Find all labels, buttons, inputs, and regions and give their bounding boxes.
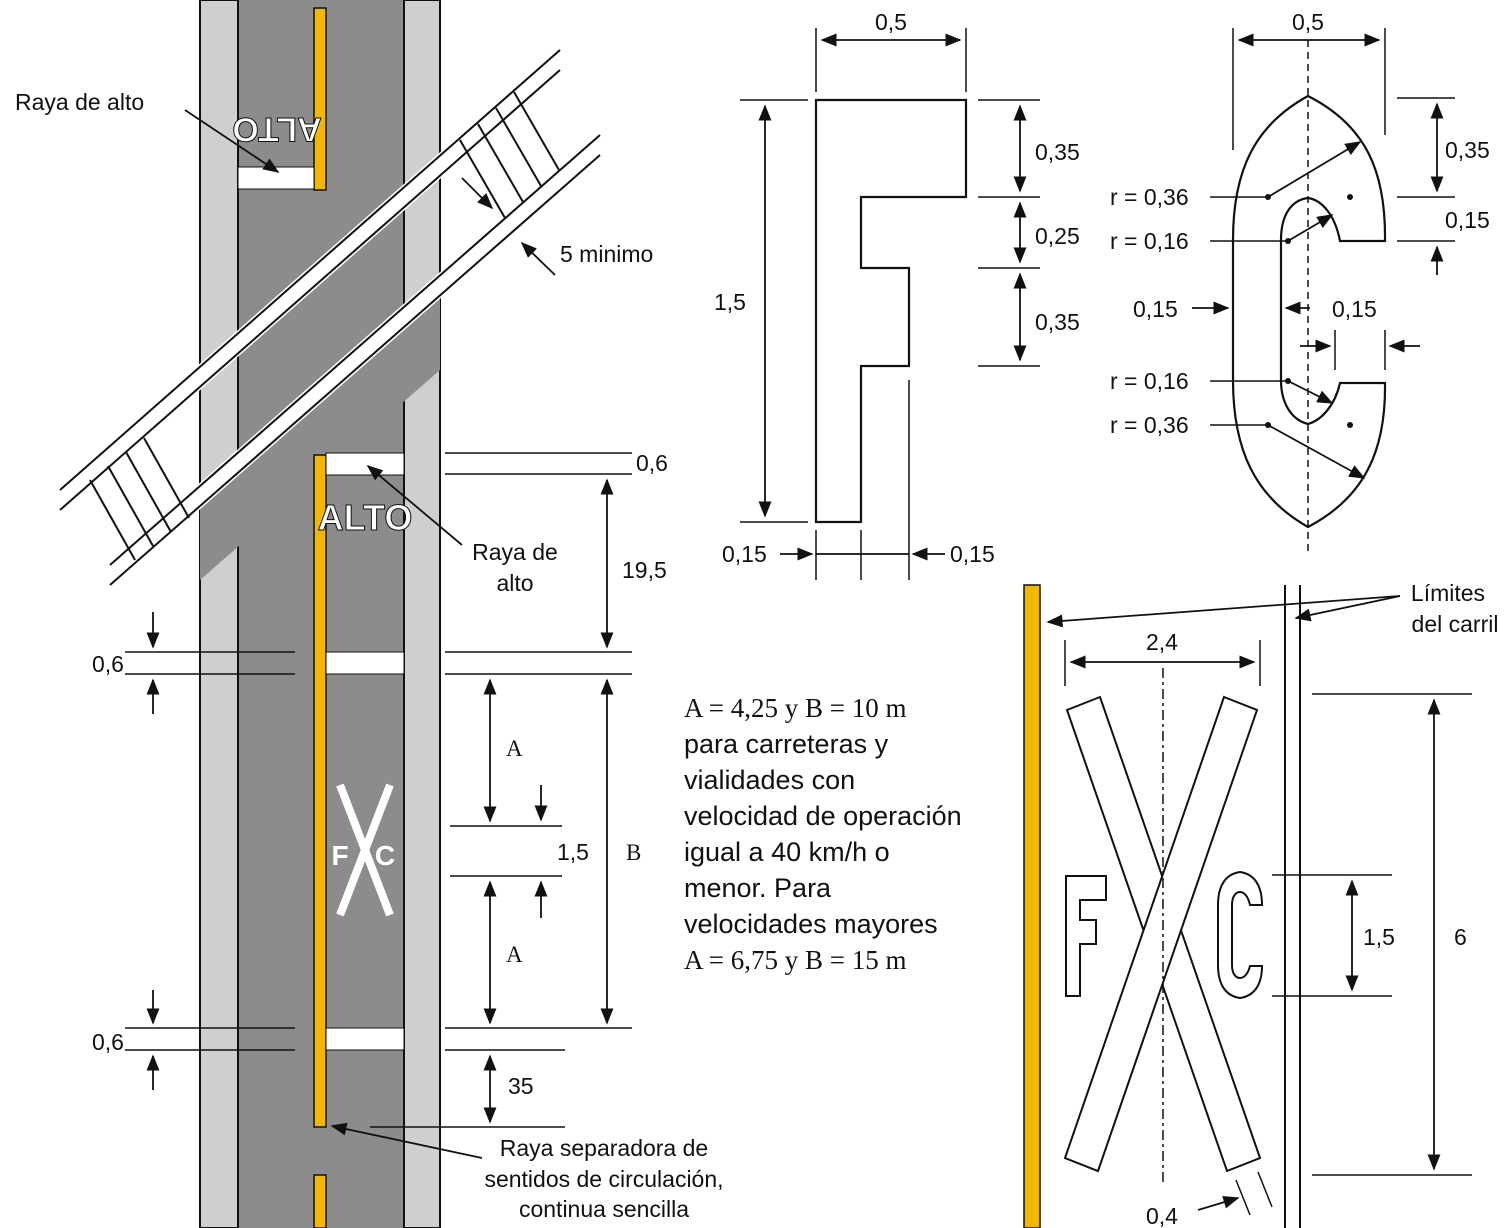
symbol-dim-total-height: 6 bbox=[1454, 924, 1467, 950]
label-lane-limits-1: Límites bbox=[1411, 580, 1485, 606]
alto-word-bottom: ALTO bbox=[318, 497, 413, 538]
label-stop-line-bottom-2: alto bbox=[496, 570, 533, 596]
arrow-min-distance bbox=[461, 177, 494, 210]
speed-note: A = 4,25 y B = 10 m para carreteras y vi… bbox=[684, 690, 1014, 978]
c-dim-stroke-right: 0,15 bbox=[1332, 296, 1377, 322]
letter-f-outline bbox=[814, 98, 968, 524]
center-line-main bbox=[313, 454, 327, 1128]
label-separator-2: sentidos de circulación, bbox=[484, 1166, 723, 1192]
note-line-2: para carreteras y bbox=[684, 729, 889, 759]
center-line-bottom bbox=[313, 1174, 327, 1228]
detail-yellow-line bbox=[1023, 584, 1041, 1228]
dim-b: B bbox=[626, 840, 641, 865]
c-radius-outer-bottom: r = 0,36 bbox=[1110, 412, 1189, 438]
c-dim-top: 0,35 bbox=[1445, 137, 1490, 163]
c-radius-inner-top: r = 0,16 bbox=[1110, 228, 1189, 254]
label-min-distance: 5 minimo bbox=[560, 241, 653, 267]
f-dim-stem-right: 0,15 bbox=[950, 541, 995, 567]
dim-stop-to-sign: 19,5 bbox=[622, 557, 667, 583]
c-dim-width: 0,5 bbox=[1292, 9, 1324, 35]
c-dim-stroke-left: 0,15 bbox=[1133, 296, 1178, 322]
left-shoulder bbox=[199, 0, 239, 1228]
dim-symbol-height: 1,5 bbox=[557, 839, 589, 865]
stop-line-bottom bbox=[325, 452, 405, 476]
small-letter-f: F bbox=[331, 840, 348, 871]
symbol-dim-bar-width: 0,4 bbox=[1146, 1203, 1178, 1228]
fxc-symbol-detail: Límites del carril 2,4 1,5 6 0,4 bbox=[1023, 580, 1499, 1228]
f-dim-low: 0,35 bbox=[1035, 309, 1080, 335]
leader-stop-line-top bbox=[184, 109, 280, 173]
crossing-band bbox=[200, 290, 440, 580]
road-plan-view: ALTO ALTO F C bbox=[15, 0, 724, 1228]
f-dim-width: 0,5 bbox=[875, 9, 907, 35]
f-dim-mid: 0,25 bbox=[1035, 223, 1080, 249]
dim-line-width-left-1: 0,6 bbox=[92, 651, 124, 677]
leader-lane-limit-left bbox=[1046, 595, 1401, 628]
note-line-7: velocidades mayores bbox=[684, 909, 938, 939]
railroad-ties bbox=[89, 91, 560, 561]
road-dimension-lines bbox=[125, 452, 632, 1128]
dim-a-top: A bbox=[506, 736, 523, 761]
letter-f-detail: 0,5 1,5 0,35 0,25 0,35 0,15 0,15 bbox=[714, 9, 1080, 580]
leader-stop-line-bottom bbox=[366, 464, 463, 546]
detail-letter-f bbox=[1065, 875, 1107, 997]
leader-min-distance bbox=[520, 241, 556, 276]
alto-word-top: ALTO bbox=[232, 110, 321, 148]
detail-letter-c bbox=[1217, 870, 1264, 1000]
rail-2 bbox=[103, 137, 607, 583]
note-line-3: vialidades con bbox=[684, 765, 856, 795]
label-separator-1: Raya separadora de bbox=[500, 1135, 708, 1161]
dim-stop-line-width: 0,6 bbox=[636, 450, 668, 476]
leader-lane-limit-right bbox=[1294, 595, 1401, 622]
x-bar-2 bbox=[1063, 695, 1259, 1173]
small-letter-c: C bbox=[375, 840, 395, 871]
f-dim-stem-left: 0,15 bbox=[722, 541, 767, 567]
dim-line-width-left-2: 0,6 bbox=[92, 1029, 124, 1055]
note-line-8: A = 6,75 y B = 15 m bbox=[684, 945, 907, 975]
leader-separator-line bbox=[330, 1122, 483, 1159]
transverse-line-1 bbox=[325, 651, 405, 675]
rail-1 bbox=[53, 52, 567, 508]
note-line-1: A = 4,25 y B = 10 m bbox=[684, 693, 907, 723]
note-line-6: menor. Para bbox=[684, 873, 832, 903]
note-line-5: igual a 40 km/h o bbox=[684, 837, 890, 867]
label-stop-line-top: Raya de alto bbox=[15, 89, 144, 115]
letter-c-detail: 0,5 0,35 0,15 r = 0,36 r = 0,16 r = 0,16… bbox=[1110, 9, 1490, 555]
dim-a-bottom: A bbox=[506, 942, 523, 967]
note-line-4: velocidad de operación bbox=[684, 801, 962, 831]
label-separator-3: continua sencilla bbox=[519, 1196, 689, 1222]
symbol-dim-width: 2,4 bbox=[1146, 629, 1178, 655]
c-radius-inner-bottom: r = 0,16 bbox=[1110, 368, 1189, 394]
dim-tail: 35 bbox=[508, 1073, 534, 1099]
fxc-symbol-small: F C bbox=[331, 783, 395, 917]
label-lane-limits-2: del carril bbox=[1412, 611, 1499, 637]
symbol-dim-letter-height: 1,5 bbox=[1363, 924, 1395, 950]
c-radius-outer-top: r = 0,36 bbox=[1110, 184, 1189, 210]
transverse-line-2 bbox=[325, 1027, 405, 1051]
letter-c-outline bbox=[1231, 94, 1387, 529]
f-dim-top: 0,35 bbox=[1035, 139, 1080, 165]
label-stop-line-bottom-1: Raya de bbox=[472, 539, 558, 565]
center-line-top bbox=[313, 7, 327, 191]
c-dim-gap: 0,15 bbox=[1445, 207, 1490, 233]
f-dim-height: 1,5 bbox=[714, 289, 746, 315]
